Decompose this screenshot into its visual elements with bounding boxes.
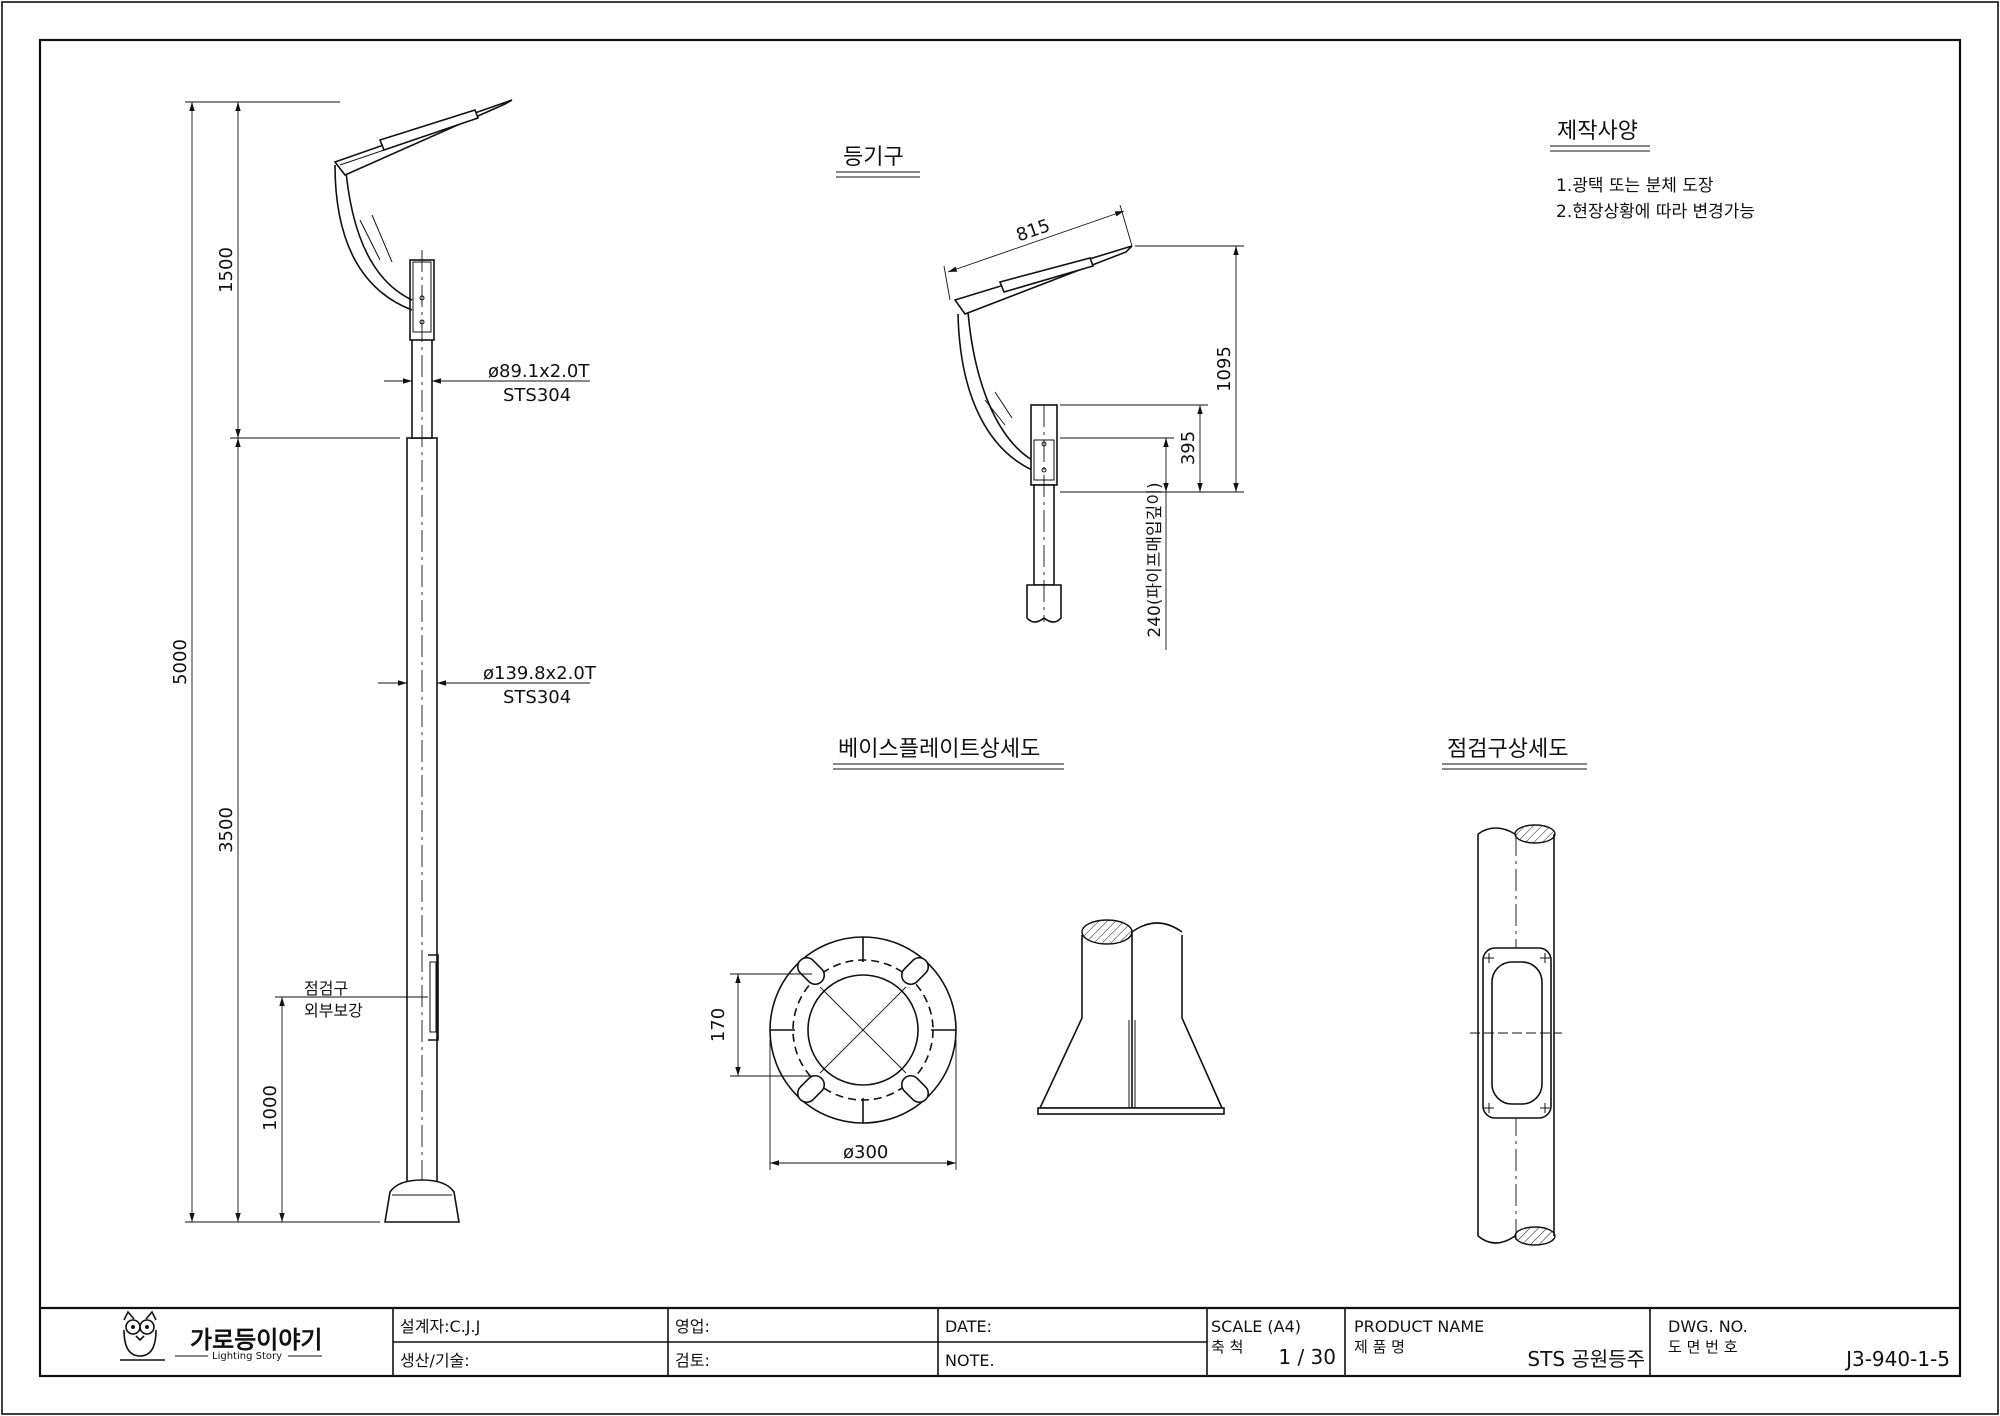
- upper-pipe-material: STS304: [503, 385, 571, 406]
- specs-title: 제작사양: [1557, 119, 1638, 144]
- inspection-detail: 점검구상세도: [1442, 737, 1587, 1246]
- inspection-view-title: 점검구상세도: [1447, 737, 1568, 762]
- inner-border: [38, 38, 1962, 1378]
- dim-insert-depth: 240(파이프매입깊이): [1145, 482, 1165, 637]
- dwg-label: DWG. NO.: [1668, 1317, 1748, 1336]
- review-field: 검토:: [675, 1351, 710, 1370]
- drawing-number: J3-940-1-5: [1844, 1347, 1950, 1371]
- dim-luminaire-height: 1095: [1214, 346, 1235, 392]
- dim-upper-height: 1500: [216, 247, 237, 293]
- detail-pipe: [1033, 484, 1055, 586]
- luminaire-view-title: 등기구: [843, 145, 904, 170]
- scale-label-kr: 축 척: [1211, 1338, 1243, 1356]
- arm-outer: [344, 159, 413, 301]
- dim-inspection-height: 1000: [260, 1085, 281, 1131]
- lower-pipe-diameter: ø139.8x2.0T: [483, 663, 597, 684]
- company-subtitle: Lighting Story: [212, 1351, 282, 1362]
- inspection-label: 점검구: [304, 979, 348, 998]
- reinforcement-label: 외부보강: [304, 1001, 363, 1020]
- dim-luminaire-length: 815: [1014, 215, 1053, 246]
- dim-baseplate-diameter: ø300: [843, 1142, 888, 1163]
- product-label: PRODUCT NAME: [1354, 1317, 1484, 1336]
- note-field: NOTE.: [945, 1351, 995, 1370]
- production-field: 생산/기술:: [400, 1351, 470, 1370]
- date-field: DATE:: [945, 1317, 992, 1336]
- company-name: 가로등이야기: [190, 1326, 322, 1354]
- inspection-door: [428, 954, 439, 1041]
- scale-label: SCALE (A4): [1211, 1317, 1301, 1336]
- title-block: 가로등이야기 Lighting Story 설계자:C.J.J 생산/기술: 영…: [40, 1306, 1960, 1376]
- product-name: STS 공원등주: [1527, 1347, 1645, 1371]
- luminaire-detail: 등기구 815 1095 395 240(파이프매입깊이): [836, 145, 1244, 650]
- dwg-label-kr: 도 면 번 호: [1668, 1338, 1738, 1356]
- owl-logo-icon: [120, 1310, 165, 1361]
- dim-total-height: 5000: [170, 639, 191, 685]
- base-cover: [384, 1179, 460, 1223]
- product-label-kr: 제 품 명: [1354, 1338, 1405, 1356]
- dim-lower-height: 3500: [216, 807, 237, 853]
- scale-value: 1 / 30: [1278, 1345, 1336, 1369]
- spec-item-1: 1.광택 또는 분체 도장: [1556, 176, 1714, 196]
- upper-pipe-diameter: ø89.1x2.0T: [488, 361, 590, 382]
- spec-item-2: 2.현장상황에 따라 변경가능: [1556, 202, 1755, 222]
- specs-block: 제작사양 1.광택 또는 분체 도장 2.현장상황에 따라 변경가능: [1550, 119, 1755, 222]
- baseplate-detail: 베이스플레이트상세도 170 ø300: [708, 737, 1225, 1170]
- upper-pipe: [411, 337, 433, 439]
- dim-bracket-height: 395: [1178, 431, 1199, 465]
- designer-field: 설계자:C.J.J: [400, 1317, 480, 1336]
- sales-field: 영업:: [675, 1317, 710, 1336]
- dim-hole-spacing: 170: [708, 1008, 729, 1042]
- pole-elevation: 5000 1500 3500 1000 ø89.1x2.0T STS304 ø1…: [170, 99, 597, 1223]
- dim-line-length: [947, 210, 1125, 273]
- baseplate-view-title: 베이스플레이트상세도: [838, 737, 1040, 762]
- lower-pipe-material: STS304: [503, 687, 571, 708]
- pole-luminaire-head: [333, 99, 513, 176]
